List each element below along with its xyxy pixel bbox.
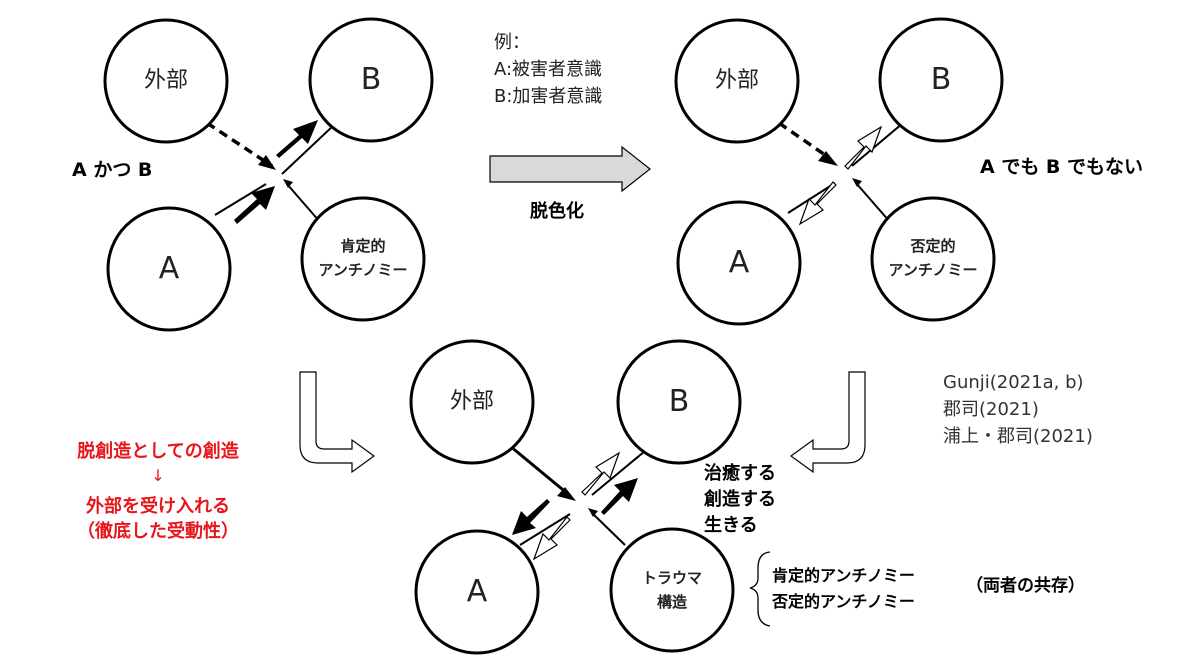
side-label-tr: A でも B でもない	[980, 156, 1144, 178]
a-label-bottom: A	[466, 574, 488, 609]
connector-a	[787, 182, 836, 214]
bold-arrow-from-left	[512, 499, 550, 535]
b-label-tl: B	[360, 62, 382, 97]
outside-label-bottom: 外部	[449, 388, 495, 414]
bold-arrow-from-a	[234, 186, 275, 224]
dashed-arrowhead	[818, 151, 838, 166]
outside-arrowhead	[557, 487, 576, 501]
reference-1: Gunji(2021a, b)	[943, 372, 1084, 393]
connector-b	[281, 124, 335, 175]
antinomy-line1-tr: 否定的	[910, 237, 956, 255]
dashed-arrowhead	[258, 155, 276, 170]
example-line1: 例：	[494, 32, 530, 53]
antinomy-line1-tl: 肯定的	[340, 237, 386, 255]
circle-b	[878, 17, 1004, 143]
a-label-tr: A	[728, 245, 750, 280]
antinomy-line2-tl: アンチノミー	[318, 261, 408, 279]
hollow-arrow-to-b	[581, 451, 621, 496]
dashed-connector	[778, 121, 829, 159]
bold-arrow-from-right	[601, 478, 638, 515]
connector-antinomy	[855, 182, 891, 223]
hollow-bend-arrow-left	[299, 371, 376, 474]
panel-top-right	[674, 17, 1004, 326]
antinomy-line2-tr: アンチノミー	[888, 261, 978, 279]
connector-outside	[509, 444, 569, 496]
action-heal: 治癒する	[704, 463, 776, 484]
b-label-bottom: B	[668, 384, 690, 419]
brace	[749, 551, 771, 627]
connector-b	[591, 450, 646, 496]
connector-b	[851, 122, 904, 167]
circle-outside	[674, 18, 800, 144]
connector-antinomy	[286, 183, 321, 223]
circle-b	[308, 17, 434, 143]
hollow-arrow-to-a	[798, 181, 837, 226]
b-label-tr: B	[930, 62, 952, 97]
reference-2: 郡司(2021)	[943, 399, 1039, 420]
circle-trauma	[609, 527, 735, 653]
a-label-tl: A	[158, 251, 180, 286]
circle-a	[106, 206, 232, 332]
trauma-line2: 構造	[656, 593, 688, 611]
left-note-line1: 脱創造としての創造	[77, 441, 239, 462]
panel-top-left	[103, 17, 434, 332]
small-arrowhead	[283, 179, 293, 188]
small-arrowhead	[588, 508, 598, 517]
connector-a	[519, 513, 571, 546]
coexist-note: （両者の共存）	[966, 576, 1085, 596]
hollow-arrow-to-a	[532, 516, 571, 561]
action-create: 創造する	[704, 489, 776, 510]
decolor-label: 脱色化	[530, 201, 584, 222]
reference-3: 浦上・郡司(2021)	[943, 426, 1093, 447]
outside-label-tl: 外部	[143, 67, 189, 93]
small-arrowhead	[852, 178, 862, 187]
circle-a	[676, 200, 802, 326]
hollow-arrow-to-b	[844, 125, 883, 170]
circle-outside	[103, 18, 229, 144]
example-line2: A:被害者意識	[494, 59, 603, 80]
left-note-line2: 外部を受け入れる	[86, 496, 230, 517]
circle-a	[414, 529, 540, 655]
coexist-negative: 否定的アンチノミー	[772, 592, 915, 611]
decolor-arrow	[489, 145, 651, 193]
example-line3: B:加害者意識	[494, 86, 603, 107]
circle-antinomy	[870, 196, 996, 322]
left-note-arrow: ↓	[151, 466, 165, 485]
connector-a	[214, 183, 267, 216]
connector-trauma	[591, 512, 626, 546]
dashed-connector	[206, 121, 273, 168]
hollow-bend-arrow-right	[789, 371, 866, 474]
coexist-positive: 肯定的アンチノミー	[772, 566, 915, 585]
circle-antinomy	[300, 196, 426, 322]
bold-arrow-from-b	[276, 120, 318, 158]
panel-bottom	[409, 339, 771, 655]
action-live: 生きる	[704, 515, 758, 536]
side-label-tl: A かつ B	[72, 159, 153, 181]
circle-outside	[409, 339, 535, 465]
trauma-line1: トラウマ	[641, 569, 703, 587]
outside-label-tr: 外部	[714, 67, 760, 93]
circle-b	[616, 339, 742, 465]
left-note-line3: （徹底した受動性）	[77, 521, 239, 542]
